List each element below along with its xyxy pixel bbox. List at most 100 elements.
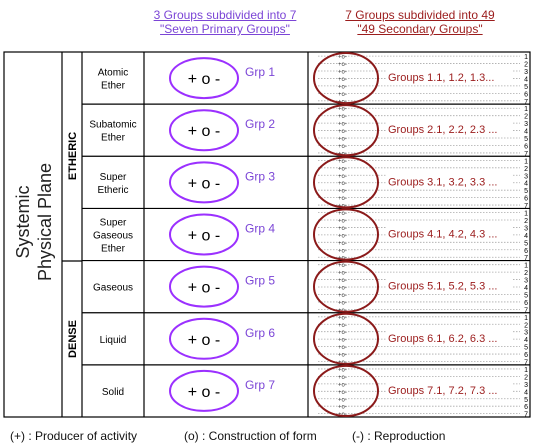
secondary-group-label-bg (386, 226, 512, 241)
primary-group-symbol: + o - (188, 332, 220, 349)
secondary-group-label-bg (386, 278, 512, 293)
sub-group-number: 7 (524, 307, 528, 314)
sub-group-number: 5 (524, 345, 528, 352)
sub-group-number: 5 (524, 240, 528, 247)
primary-group-symbol: + o - (188, 228, 220, 245)
outer-frame (3, 51, 531, 418)
primary-groups-heading-line2: "Seven Primary Groups" (160, 22, 290, 36)
subplane-name: Gaseous (93, 231, 133, 242)
secondary-group-label: Groups 5.1, 5.2, 5.3 ... (388, 281, 497, 293)
sub-group-symbol: +o- (338, 300, 347, 306)
secondary-groups-heading: 7 Groups subdivided into 49 "49 Secondar… (320, 8, 520, 36)
sub-group-symbol: +o- (338, 382, 347, 388)
subplane-name: Super (100, 172, 127, 183)
sub-group-number: 1 (524, 263, 528, 270)
sub-group-symbol: +o- (338, 181, 347, 187)
subplane-name: Gaseous (93, 283, 133, 294)
sub-group-symbol: +o- (338, 137, 347, 143)
section-label-dense: DENSE (67, 320, 79, 358)
sub-group-number: 4 (524, 285, 528, 292)
sub-group-symbol: +o- (338, 144, 347, 150)
sub-group-symbol: +o- (338, 92, 347, 98)
subplane-name: Ether (101, 81, 126, 92)
primary-group-label: Grp 6 (245, 326, 275, 340)
sub-group-symbol: +o- (338, 233, 347, 239)
sub-group-symbol: +o- (338, 189, 347, 195)
primary-group-ellipse (169, 265, 239, 308)
sub-group-number: 2 (524, 62, 528, 69)
sub-group-symbol: +o- (338, 397, 347, 403)
primary-groups-heading-line1: 3 Groups subdivided into 7 (153, 8, 297, 22)
sub-group-number: 3 (524, 382, 528, 389)
secondary-group-ellipse (313, 52, 379, 105)
sub-group-symbol: +o- (338, 263, 347, 269)
sub-group-symbol: +o- (338, 69, 347, 75)
sub-group-number: 7 (524, 412, 528, 419)
sub-group-number: 6 (524, 248, 528, 255)
sub-group-number: 5 (524, 84, 528, 91)
row-divider-lines (82, 103, 530, 366)
sub-group-symbol: +o- (338, 241, 347, 247)
sub-group-number: 4 (524, 389, 528, 396)
sub-group-number: 3 (524, 69, 528, 76)
sub-group-number: 7 (524, 360, 528, 367)
sub-group-symbol: +o- (338, 338, 347, 344)
secondary-group-label-bg (386, 122, 512, 137)
sub-group-symbol: +o- (338, 174, 347, 180)
sub-group-number: 7 (524, 151, 528, 158)
sub-group-number: 2 (524, 218, 528, 225)
sub-group-number: 4 (524, 76, 528, 83)
subplane-name: Liquid (100, 335, 127, 346)
sub-group-number: 5 (524, 397, 528, 404)
primary-groups-heading: 3 Groups subdivided into 7 "Seven Primar… (140, 8, 310, 36)
sub-group-number: 2 (524, 166, 528, 173)
sub-group-symbol: +o- (338, 353, 347, 359)
secondary-group-label: Groups 7.1, 7.2, 7.3 ... (388, 385, 497, 397)
primary-group-ellipse (169, 161, 239, 204)
section-label-etheric: ETHERIC (67, 132, 79, 180)
sub-group-symbol: +o- (338, 323, 347, 329)
legend-minus: (-) : Reproduction (352, 429, 446, 443)
sub-group-symbol: +o- (338, 196, 347, 202)
sub-group-symbol: +o- (338, 293, 347, 299)
primary-group-label: Grp 7 (245, 378, 275, 392)
sub-group-symbol: +o- (338, 166, 347, 172)
sub-group-number: 6 (524, 196, 528, 203)
sub-group-symbol: +o- (338, 122, 347, 128)
sub-group-number: 6 (524, 300, 528, 307)
sub-group-symbol: +o- (338, 114, 347, 120)
sub-group-symbol: +o- (338, 107, 347, 113)
sub-group-number: 1 (524, 158, 528, 165)
subplane-name: Subatomic (89, 120, 136, 131)
primary-group-ellipse (169, 109, 239, 152)
sub-group-number: 6 (524, 352, 528, 359)
sub-group-symbol: +o- (338, 211, 347, 217)
sub-group-symbol: +o- (338, 77, 347, 83)
plane-row: Solid+ o -Grp 71+o-2+o-3+o-4+o-5+o-6+o-7… (102, 364, 528, 419)
secondary-group-ellipse (313, 208, 379, 261)
sub-group-number: 6 (524, 91, 528, 98)
sub-group-number: 5 (524, 188, 528, 195)
sub-group-number: 3 (524, 225, 528, 232)
secondary-groups-heading-line1: 7 Groups subdivided into 49 (345, 8, 495, 22)
sub-group-number: 4 (524, 181, 528, 188)
primary-group-ellipse (169, 369, 239, 412)
secondary-group-label: Groups 4.1, 4.2, 4.3 ... (388, 229, 497, 241)
sub-group-symbol: +o- (338, 62, 347, 68)
plane-row: Gaseous+ o -Grp 51+o-2+o-3+o-4+o-5+o-6+o… (93, 260, 528, 314)
plane-row: Liquid+ o -Grp 61+o-2+o-3+o-4+o-5+o-6+o-… (100, 312, 528, 367)
plane-label-line2: Physical Plane (35, 163, 55, 281)
secondary-group-ellipse (313, 156, 379, 209)
primary-group-ellipse (169, 213, 239, 256)
subplane-name: Atomic (98, 68, 129, 79)
legend-plus: (+) : Producer of activity (10, 429, 138, 443)
sub-group-symbol: +o- (338, 271, 347, 277)
secondary-group-ellipse (313, 364, 379, 417)
sub-group-symbol: +o- (338, 159, 347, 165)
sub-group-symbol: +o- (338, 367, 347, 373)
